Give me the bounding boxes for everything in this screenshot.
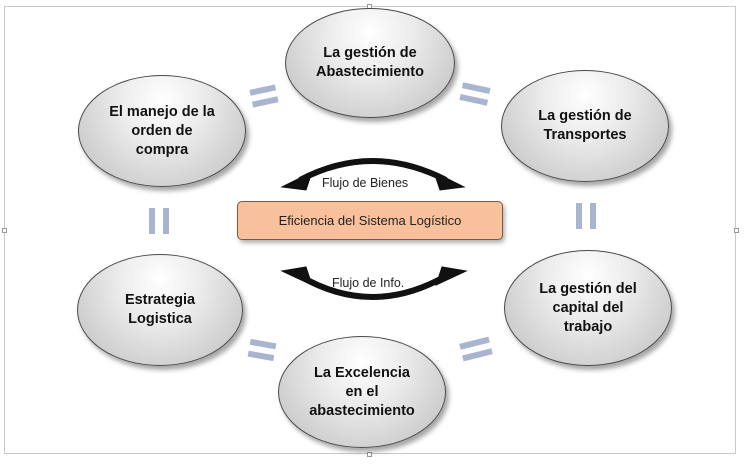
equal-sign-orden-abastecimiento [249,84,279,108]
flow-label-info: Flujo de Info. [332,276,405,290]
node-orden-line-1: El manejo de la [109,103,215,120]
node-abastecimiento-line-2: Abastecimiento [316,64,424,80]
center-box-eficiencia: Eficiencia del Sistema Logístico [237,201,503,240]
node-excelencia: La Excelencia en el abastecimiento [278,336,446,448]
node-excelencia-line-2: en el [345,383,379,400]
node-capital-line-1: La gestión del [539,280,637,297]
equal-signs [149,82,596,362]
arrowhead-top-left-icon [280,171,313,191]
node-transportes-line-2: Transportes [543,127,627,143]
equal-sign-excelencia-capital [459,336,493,362]
node-orden-line-2: orden de [131,122,193,139]
curved-arrow-bottom-icon [298,273,448,300]
equal-sign-abastecimiento-transportes [459,82,491,106]
node-transportes: La gestión de Transportes [501,70,669,182]
node-abastecimiento-line-1: La gestión de [323,45,417,61]
flow-label-goods: Flujo de Bienes [322,176,409,190]
node-estrategia-line-1: Estrategia [124,292,196,308]
resize-handle-bottom[interactable] [367,452,372,457]
center-box-label: Eficiencia del Sistema Logístico [278,213,462,228]
resize-handle-right[interactable] [734,228,739,233]
curved-arrow-top-icon [298,158,448,183]
node-orden: El manejo de la orden de compra [78,75,246,187]
node-abastecimiento: La gestión de Abastecimiento [285,8,455,118]
node-transportes-line-1: La gestión de [538,108,632,124]
node-excelencia-line-3: abastecimiento [309,402,415,419]
node-capital: La gestión del capital del trabajo [504,250,672,366]
equal-sign-transportes-capital [576,203,596,229]
node-capital-line-2: capital del [552,299,624,316]
node-orden-line-3: compra [135,141,189,158]
arrowhead-bottom-right-icon [435,266,468,286]
flow-arrows [280,158,468,300]
equal-sign-orden-estrategia [149,208,169,234]
equal-sign-estrategia-excelencia [247,338,277,362]
arrowhead-bottom-left-icon [280,266,313,286]
node-capital-line-3: trabajo [563,318,613,335]
node-estrategia-line-2: Logistica [128,311,192,327]
arrowhead-top-right-icon [433,171,466,191]
resize-handle-left[interactable] [2,228,7,233]
node-excelencia-line-1: La Excelencia [314,364,410,381]
node-estrategia: Estrategia Logistica [77,254,243,366]
